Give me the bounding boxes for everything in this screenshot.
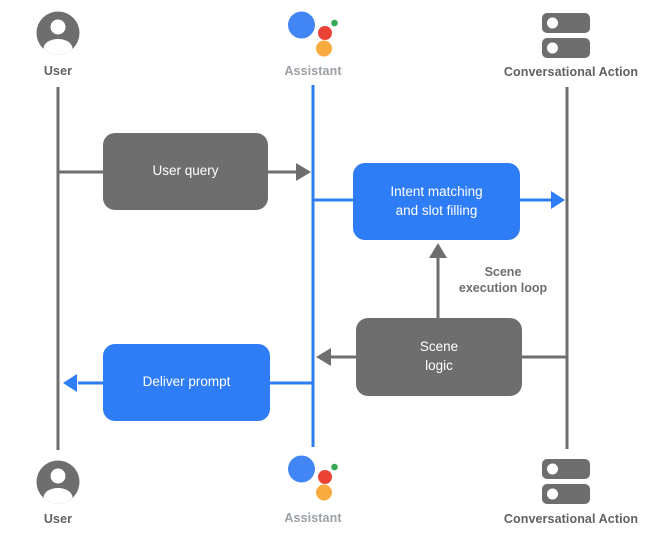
assistant-label-bottom: Assistant <box>284 511 342 525</box>
user-query-node: User query <box>103 133 268 210</box>
scene-logic-arrowhead-icon <box>316 348 331 366</box>
user-label-top: User <box>43 64 73 78</box>
user-label-bottom: User <box>43 512 73 526</box>
server-icon <box>542 459 590 504</box>
deliver-prompt-node: Deliver prompt <box>103 344 270 421</box>
scene-logic-node: Scene logic <box>356 318 522 396</box>
assistant-icon <box>288 455 338 501</box>
scene-execution-loop-label: Scene execution loop <box>458 265 548 295</box>
scene-logic-label: Scene logic <box>419 339 459 373</box>
scene-loop-arrowhead-icon <box>429 243 447 258</box>
assistant-icon <box>288 11 338 57</box>
intent-to-action-arrowhead-icon <box>551 191 565 209</box>
conversational-action-label-bottom: Conversational Action <box>503 512 639 526</box>
user-icon <box>36 460 80 504</box>
user-query-label: User query <box>152 163 219 179</box>
server-icon <box>542 13 590 58</box>
intent-matching-label: Intent matching and slot filling <box>390 183 483 218</box>
deliver-arrowhead-icon <box>63 374 77 392</box>
assistant-label-top: Assistant <box>284 64 342 78</box>
conversational-action-label-top: Conversational Action <box>503 65 639 79</box>
user-icon <box>36 11 80 55</box>
intent-matching-node: Intent matching and slot filling <box>353 163 520 240</box>
user-query-arrowhead-icon <box>296 163 311 181</box>
deliver-prompt-label: Deliver prompt <box>142 374 231 390</box>
